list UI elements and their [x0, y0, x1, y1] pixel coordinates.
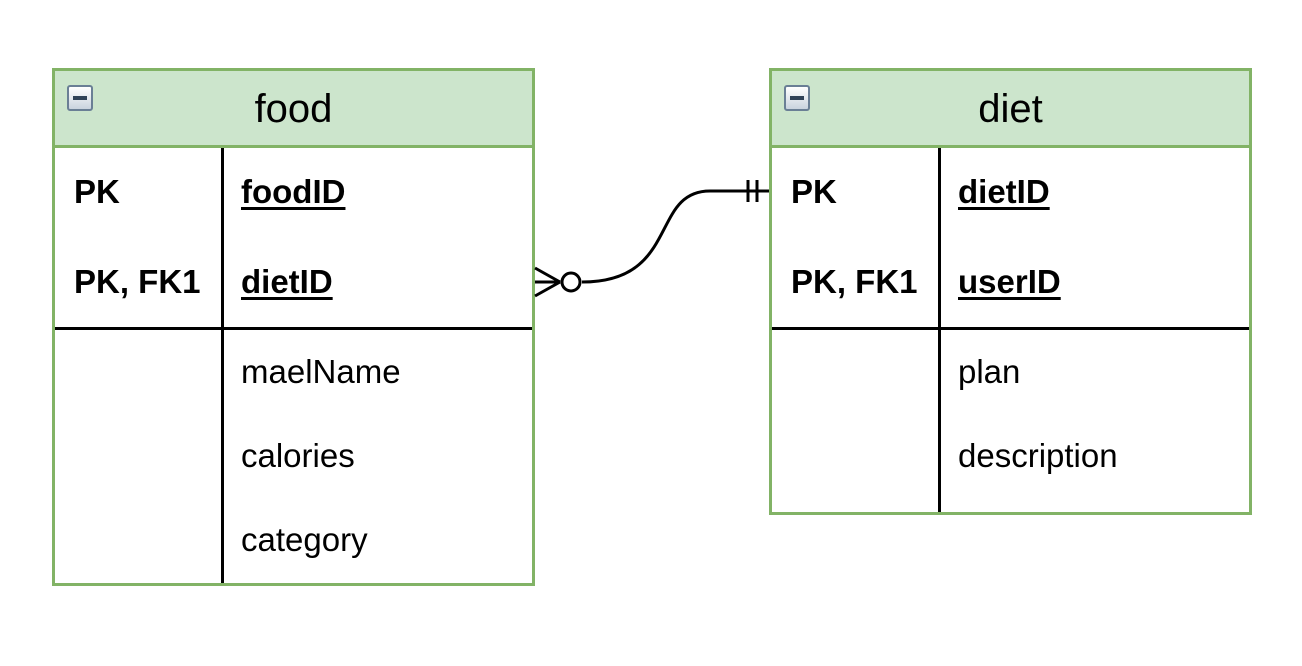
zero-or-many-crowfoot-icon: [534, 266, 582, 298]
diet-key-label: PK, FK1: [791, 263, 918, 300]
food-field-maelname[interactable]: maelName: [241, 353, 401, 390]
entity-food-title: food: [254, 87, 333, 131]
entity-diet[interactable]: diet PK dietID PK, FK1 userID plan descr…: [769, 68, 1252, 515]
entity-diet-header[interactable]: diet: [772, 71, 1249, 148]
diet-field-dietid[interactable]: dietID: [958, 173, 1050, 210]
food-field-category[interactable]: category: [241, 521, 368, 558]
exactly-one-mark-icon: [746, 180, 759, 202]
diet-field-plan[interactable]: plan: [958, 353, 1021, 390]
entity-food[interactable]: food PK foodID PK, FK1 dietID maelName c…: [52, 68, 535, 586]
food-key-separator: [55, 327, 532, 330]
entity-diet-title: diet: [978, 87, 1043, 131]
diet-field-description[interactable]: description: [958, 437, 1118, 474]
diet-column-divider: [938, 148, 941, 512]
collapse-minus-icon[interactable]: [784, 85, 810, 111]
diet-key-separator: [772, 327, 1249, 330]
entity-food-header[interactable]: food: [55, 71, 532, 148]
diet-field-userid[interactable]: userID: [958, 263, 1061, 300]
food-key-label: PK, FK1: [74, 263, 201, 300]
food-field-dietid[interactable]: dietID: [241, 263, 333, 300]
food-column-divider: [221, 148, 224, 583]
food-key-label: PK: [74, 173, 120, 210]
diet-key-label: PK: [791, 173, 837, 210]
food-field-foodid[interactable]: foodID: [241, 173, 346, 210]
relationship-line[interactable]: [581, 189, 769, 284]
collapse-minus-icon[interactable]: [67, 85, 93, 111]
food-field-calories[interactable]: calories: [241, 437, 355, 474]
